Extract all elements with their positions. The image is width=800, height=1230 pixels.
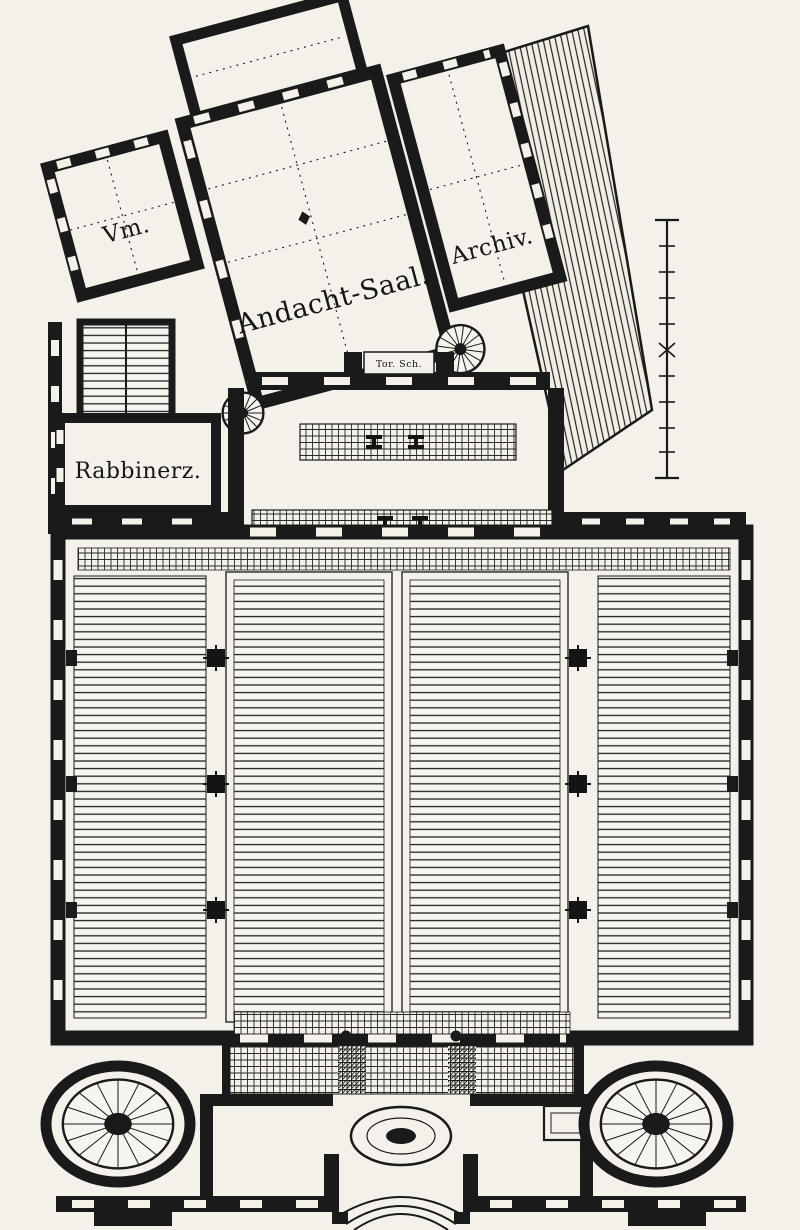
- door-gaps: [183, 139, 258, 391]
- mosaic-band-bottom: [233, 1011, 571, 1035]
- porch-pier: [332, 1212, 348, 1224]
- window-gaps: [193, 70, 366, 125]
- mosaic-band-top: [77, 547, 731, 571]
- lobby-pier: [338, 1046, 366, 1094]
- facade-projection: [94, 1212, 172, 1226]
- entry-steps-platform: [299, 423, 517, 461]
- window-gaps: [498, 61, 561, 267]
- lobby-pier: [448, 1046, 476, 1094]
- spiral-staircase-icon: [63, 1080, 173, 1169]
- wall-segment: [572, 1042, 584, 1098]
- window-gaps: [401, 49, 491, 81]
- entrance-steps: [337, 1196, 465, 1230]
- entrance-block: [40, 1042, 746, 1230]
- rotated-upper-wing: Vm. Andacht-Saal. Archiv.: [40, 0, 568, 412]
- stair-tower-right: [578, 1060, 734, 1188]
- porch-pier: [454, 1212, 470, 1224]
- dogleg-staircase: [76, 318, 176, 432]
- south-facade: [56, 1196, 746, 1226]
- gate-label: Tor. Sch.: [376, 359, 422, 370]
- pew-bank-left: [73, 575, 207, 1019]
- main-hall: [50, 524, 754, 1046]
- room-archiv: Archiv.: [385, 43, 568, 313]
- entrance-lobby: [229, 1045, 575, 1095]
- door-pivot: [450, 1030, 462, 1042]
- wall-segment: [470, 1094, 584, 1106]
- entrance-oval-core: [386, 1128, 416, 1144]
- room-label-rabbinerzimmer: Rabbinerz.: [75, 459, 202, 484]
- scale-cross-mark: [658, 342, 676, 358]
- wall-pilasters: [66, 650, 738, 918]
- entrance-oval-inner: [366, 1117, 436, 1155]
- vault-dotted-lines: [208, 107, 406, 369]
- window-gaps: [56, 135, 155, 170]
- wall-segment: [548, 388, 564, 536]
- window-gaps: [46, 178, 83, 287]
- center-ornament: [298, 211, 310, 225]
- scale-bar: [655, 218, 679, 480]
- wall-segment: [213, 1094, 333, 1106]
- gate-pier: [344, 352, 362, 374]
- gate-pier: [436, 352, 454, 374]
- door-pivot: [340, 1030, 352, 1042]
- room-vm: Vm.: [40, 129, 205, 303]
- spiral-staircase-icon: [601, 1080, 711, 1169]
- wall-segment: [200, 1094, 213, 1202]
- gate-label-box: Tor. Sch.: [363, 351, 435, 375]
- pew-bank-center-left: [225, 571, 393, 1023]
- room-rabbinerzimmer: Rabbinerz.: [55, 413, 221, 515]
- facade-projection: [628, 1212, 706, 1226]
- scale-ticks: [658, 245, 676, 453]
- vault-dotted-lines: [70, 159, 175, 273]
- pew-bank-center-right: [401, 571, 569, 1023]
- wall-segment: [228, 388, 244, 536]
- stair-tower-left: [40, 1060, 196, 1188]
- pew-bank-right: [597, 575, 731, 1019]
- vault-dotted-lines: [429, 74, 523, 282]
- west-wing: Rabbinerz.: [48, 318, 265, 534]
